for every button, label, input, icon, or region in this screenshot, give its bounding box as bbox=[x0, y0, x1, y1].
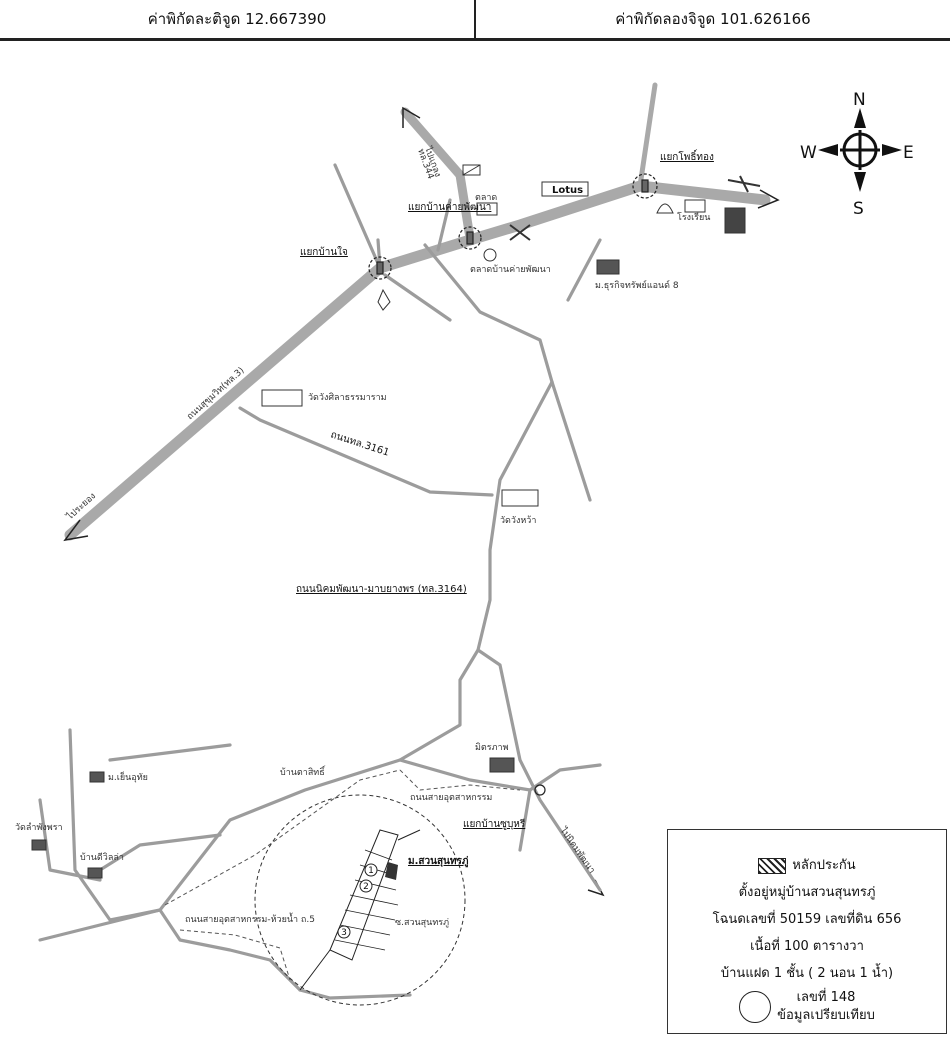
label-village-2: บ้านดีวิลล่า bbox=[80, 852, 124, 863]
label-soi: ซ.สวนสุนทรภู่ bbox=[395, 918, 449, 928]
arrow-west-icon bbox=[63, 519, 89, 542]
temple-marker-icon bbox=[377, 288, 391, 311]
dashed-lines bbox=[164, 769, 521, 981]
legend-number: เลขที่ 148 bbox=[796, 990, 856, 1005]
intersection-markers bbox=[368, 173, 658, 796]
intersection-industry bbox=[534, 784, 546, 796]
label-road-3164: ถนนนิคมพัฒนา-มาบยางพร (ทล.3164) bbox=[296, 584, 467, 595]
legend-box: หลักประกัน ตั้งอยู่หมู่บ้านสวนสุนทรภู่ โ… bbox=[667, 829, 947, 1034]
bridge-icon bbox=[509, 224, 531, 241]
main-roads bbox=[64, 82, 771, 541]
comparable-3 bbox=[337, 925, 351, 939]
label-pakkrong: ตลาด bbox=[475, 193, 497, 203]
latitude-cell: ค่าพิกัดละติจูด 12.667390 bbox=[0, 0, 476, 38]
target-area bbox=[254, 794, 466, 1006]
envelope-icon bbox=[462, 164, 481, 176]
label-yaek-pak-phang: แยกบ้านค่ายพัฒนา bbox=[408, 201, 491, 213]
label-wat-3: วัดลำพังพรา bbox=[15, 822, 63, 833]
label-wat-2: วัดวังหว้า bbox=[500, 515, 536, 526]
label-ban-ta: บ้านตาสิทธิ์ bbox=[280, 765, 326, 778]
legend-location: ตั้งอยู่หมู่บ้านสวนสุนทรภู่ bbox=[738, 885, 876, 900]
label-road-local-2: ถนนสายอุตสาหกรรม-ห้วยน้ำ ถ.5 bbox=[185, 912, 315, 925]
comparable-2-label: 2 bbox=[363, 882, 369, 892]
collateral-plot-icon bbox=[385, 862, 398, 880]
label-road-local-1: ถนนสายอุตสาหกรรม bbox=[410, 793, 492, 803]
compass-w: W bbox=[800, 143, 817, 163]
legend-house: บ้านแฝด 1 ชั้น ( 2 นอน 1 น้ำ) bbox=[720, 966, 894, 981]
arrow-east-icon bbox=[757, 189, 780, 209]
comparable-2 bbox=[359, 879, 373, 893]
location-map: N S E W 1 2 3 ไปแกลง ทล.344 แยกบ้านค่ายพ… bbox=[15, 82, 914, 1006]
wat1-icon bbox=[261, 389, 303, 407]
legend-collateral-row: หลักประกัน bbox=[668, 854, 946, 875]
route-north-east bbox=[637, 82, 658, 189]
compass-e: E bbox=[903, 143, 914, 163]
comparable-1-label: 1 bbox=[368, 866, 374, 876]
sukhumvit-road bbox=[64, 180, 771, 541]
wat3-icon bbox=[31, 839, 47, 851]
arrow-north-icon bbox=[402, 106, 421, 128]
compass-s: S bbox=[853, 199, 864, 219]
legend-compare: ข้อมูลเปรียบเทียบ bbox=[777, 1008, 875, 1024]
label-school: โรงเรียน bbox=[677, 212, 710, 223]
comparable-1 bbox=[364, 863, 378, 877]
label-lotus: Lotus bbox=[552, 185, 583, 196]
label-road-local-3: แยกบ้านซูบุหรี bbox=[463, 818, 526, 830]
label-village-1: ม.เย็นอุทัย bbox=[108, 770, 148, 783]
intersection-rong bbox=[632, 173, 658, 199]
village2-icon bbox=[87, 867, 103, 879]
road-arrows bbox=[63, 106, 780, 897]
label-wat-1: วัดวังศิลาธรรมาราม bbox=[308, 392, 387, 403]
label-market: ตลาดบ้านค่ายพัฒนา bbox=[470, 264, 551, 275]
legend-area: เนื้อที่ 100 ตารางวา bbox=[750, 939, 864, 954]
village1-icon bbox=[89, 771, 105, 783]
market-icon bbox=[489, 757, 515, 773]
legend-deed: โฉนดเลขที่ 50159 เลขที่ดิน 656 bbox=[712, 912, 902, 927]
village8-icon bbox=[596, 259, 620, 275]
shell-icon bbox=[656, 203, 674, 214]
market-dome-icon bbox=[483, 248, 497, 262]
school2-icon bbox=[684, 199, 706, 213]
intersection-pak-phang bbox=[458, 226, 482, 250]
building-icon bbox=[724, 207, 746, 234]
compass-rose: N S E W bbox=[800, 90, 914, 219]
compass-n: N bbox=[853, 90, 866, 110]
intersection-ban-chak bbox=[368, 256, 392, 280]
label-village-target: ม.สวนสุนทรภู่ bbox=[408, 855, 469, 868]
minor-roads bbox=[38, 163, 602, 1000]
legend-collateral: หลักประกัน bbox=[792, 858, 856, 873]
longitude-cell: ค่าพิกัดลองจิจูด 101.626166 bbox=[615, 10, 811, 28]
label-yaek-rong: แยกโพธิ์ทอง bbox=[660, 149, 714, 163]
comparable-markers bbox=[337, 863, 378, 939]
comparable-3-label: 3 bbox=[341, 928, 347, 938]
airplane-icon bbox=[727, 175, 761, 193]
school-icon bbox=[476, 202, 498, 216]
label-yaek-ban-chak: แยกบ้านใจ bbox=[300, 246, 348, 258]
wat2-icon bbox=[501, 489, 539, 507]
label-to-plaeng: ไปนิคมพัฒนา bbox=[557, 825, 597, 876]
hatch-icon bbox=[758, 857, 787, 874]
label-mahakod: มิตรภาพ bbox=[475, 742, 509, 753]
legend-compare-row: เลขที่ 148 ข้อมูลเปรียบเทียบ bbox=[668, 989, 946, 1025]
coordinate-header: ค่าพิกัดละติจูด 12.667390 ค่าพิกัดลองจิจ… bbox=[0, 0, 950, 41]
circle-icon bbox=[739, 991, 772, 1024]
label-village-8: ม.ธุรกิจทรัพย์แอนด์ 8 bbox=[595, 279, 679, 291]
route-344 bbox=[400, 107, 475, 243]
lotus-icon bbox=[541, 181, 589, 197]
landmark-icons bbox=[31, 164, 761, 879]
